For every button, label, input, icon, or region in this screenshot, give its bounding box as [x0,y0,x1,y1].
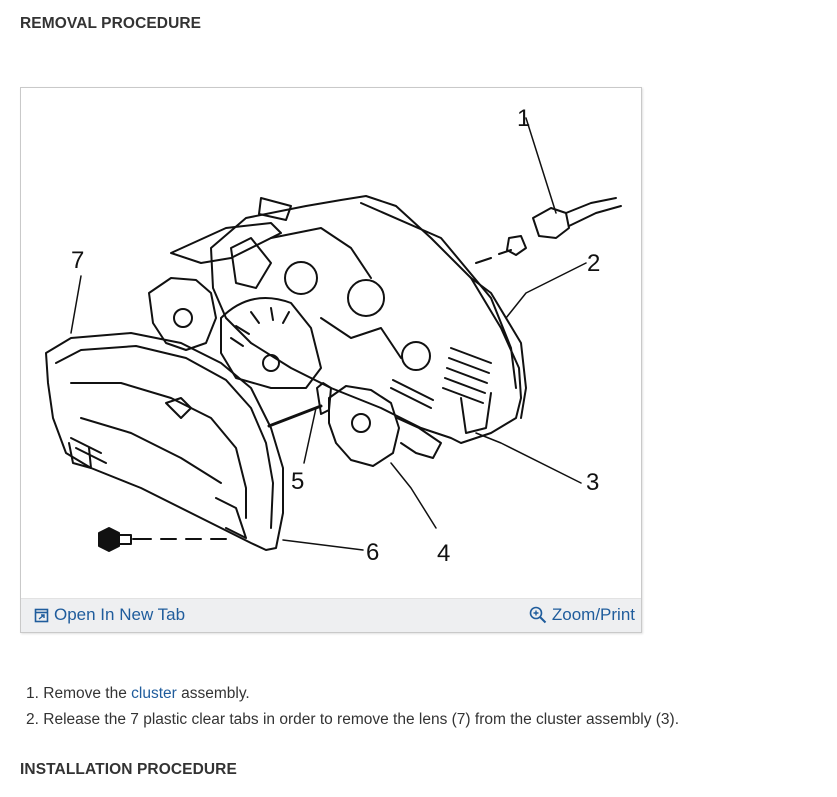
instrument-cluster-diagram: 1 2 3 4 5 6 7 [45,105,622,567]
callout-4: 4 [437,540,450,567]
step-item: 1. Remove the cluster assembly. [26,683,679,709]
figure-panel: 1 2 3 4 5 6 7 Open In New Tab Zoom/Print [20,87,642,633]
installation-procedure-heading: INSTALLATION PROCEDURE [20,761,237,778]
open-in-new-tab-label: Open In New Tab [54,605,186,624]
cluster-link[interactable]: cluster [131,685,177,702]
step-text: assembly. [181,685,250,702]
open-new-tab-icon [34,608,49,622]
zoom-print-label: Zoom/Print [551,605,635,624]
zoom-print-link[interactable]: Zoom/Print [529,605,635,625]
callout-6: 6 [366,539,379,566]
callout-7: 7 [71,247,84,274]
callout-1: 1 [517,105,530,132]
zoom-in-icon [529,606,547,624]
step-text: Remove the [43,685,127,702]
callout-2: 2 [587,250,600,277]
removal-steps-list: 1. Remove the cluster assembly. 2. Relea… [26,683,679,735]
step-number: 1. [26,685,39,702]
open-in-new-tab-link[interactable]: Open In New Tab [34,605,185,625]
callout-3: 3 [586,469,599,496]
figure-toolbar: Open In New Tab Zoom/Print [21,598,641,632]
callout-5: 5 [291,468,304,495]
step-number: 2. [26,711,39,728]
removal-procedure-heading: REMOVAL PROCEDURE [20,15,202,32]
step-item: 2. Release the 7 plastic clear tabs in o… [26,709,679,735]
step-text: Release the 7 plastic clear tabs in orde… [43,711,680,728]
